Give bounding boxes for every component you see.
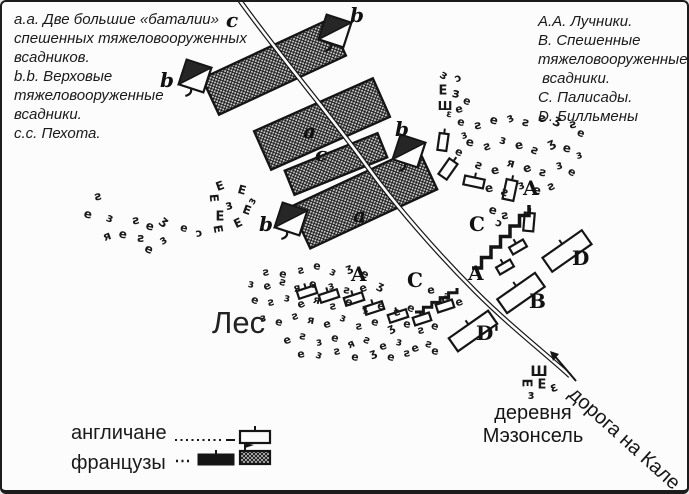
legend-line: c.c. Пехота. xyxy=(14,125,101,142)
legend-line: всадников. xyxy=(14,49,90,66)
legend-line: спешенных тяжеловооруженных xyxy=(14,30,247,47)
legend-line: всадники. xyxy=(538,70,610,87)
legend-line: тяжеловооруженные xyxy=(538,51,688,68)
english-unit-rect xyxy=(447,309,499,353)
legend-line: D. Билльмены xyxy=(538,108,638,125)
legend-line: тяжеловооруженные xyxy=(14,87,164,104)
cavalry-flag-b xyxy=(391,133,428,173)
english-unit-rect xyxy=(436,128,450,153)
french-battle-a xyxy=(252,76,392,172)
road-center xyxy=(239,2,571,377)
unit-letter-label-b: b xyxy=(259,212,273,236)
unit-letter-label-b: B xyxy=(529,289,546,313)
english-unit-rect xyxy=(362,299,386,317)
village-symbol-glyph: Ш xyxy=(530,364,548,380)
left-riders-glyph: ƨ xyxy=(137,231,145,245)
unit-letter-label-a: a xyxy=(303,119,316,143)
unit-letter-label-c: C xyxy=(469,212,485,236)
unit-letter-label-c: c xyxy=(226,8,239,32)
village-label: деревня Мэзонсель xyxy=(463,402,603,448)
unit-letter-label-a: A xyxy=(468,261,484,285)
legend-line: С. Палисады. xyxy=(538,89,633,106)
english-unit-rect xyxy=(295,283,319,301)
cavalry-flag-b xyxy=(177,58,214,98)
english-unit-rect xyxy=(317,287,341,305)
english-unit-rect xyxy=(436,156,460,182)
village-symbol-glyph: ɜ xyxy=(527,388,535,402)
legend-french-pennant xyxy=(245,443,254,448)
unit-letter-label-c: c xyxy=(315,142,328,166)
village-label-line2: Мэзонсель xyxy=(482,425,584,447)
left-infantry-glyph: Е xyxy=(215,209,225,225)
english-unit-rect xyxy=(507,238,529,256)
bottom-legend-english-label: англичане xyxy=(71,422,167,444)
legend-line: b.b. Верховые xyxy=(14,68,113,85)
english-unit-rect xyxy=(501,175,519,203)
road-direction-arrow xyxy=(552,353,577,382)
legend-line: А.А. Лучники. xyxy=(538,13,633,30)
cavalry-flag-b xyxy=(273,201,310,241)
legend-french-units: a.a. Две большие «баталии» спешенных тяже… xyxy=(14,10,247,143)
village-symbol-glyph: Е xyxy=(537,377,547,393)
unit-letter-label-d: D xyxy=(572,246,590,270)
village-label-line1: деревня xyxy=(494,402,572,424)
bottom-legend-french-label: французы xyxy=(71,452,166,474)
unit-letter-label-a: A xyxy=(523,176,539,200)
unit-letter-label-d-prime: D' xyxy=(476,321,500,345)
unit-letter-label-b: b xyxy=(395,117,409,141)
unit-letter-label-b: b xyxy=(160,68,174,92)
road-arrow-head xyxy=(550,351,559,361)
unit-letter-label-a: A xyxy=(351,262,367,286)
cavalry-flag-b xyxy=(317,13,354,53)
french-rout-glyph: Ш xyxy=(437,99,453,113)
english-unit-rect xyxy=(461,172,487,190)
legend-line: В. Спешенные xyxy=(538,32,641,49)
english-unit-rect xyxy=(495,271,547,315)
legend-line: всадники. xyxy=(14,106,82,123)
french-battle-c xyxy=(283,131,389,197)
english-unit-rect xyxy=(342,290,366,308)
english-unit-rect xyxy=(540,228,594,274)
legend-line: a.a. Две большие «баталии» xyxy=(14,11,219,28)
unit-letter-label-c: C xyxy=(407,268,423,292)
forest-label: Лес xyxy=(212,305,266,340)
legend-english-units: А.А. Лучники. В. Спешенные тяжеловооруженн… xyxy=(538,12,688,126)
french-rout-glyph: Е xyxy=(438,83,448,99)
palisade-zigzag xyxy=(472,205,531,270)
unit-letter-label-b: b xyxy=(350,3,364,27)
legend-french-battle-symbol xyxy=(238,449,272,466)
palisade-zigzag xyxy=(415,288,459,314)
english-unit-rect xyxy=(386,307,410,325)
unit-letter-label-a: a xyxy=(353,203,366,227)
english-unit-rect xyxy=(494,258,516,276)
